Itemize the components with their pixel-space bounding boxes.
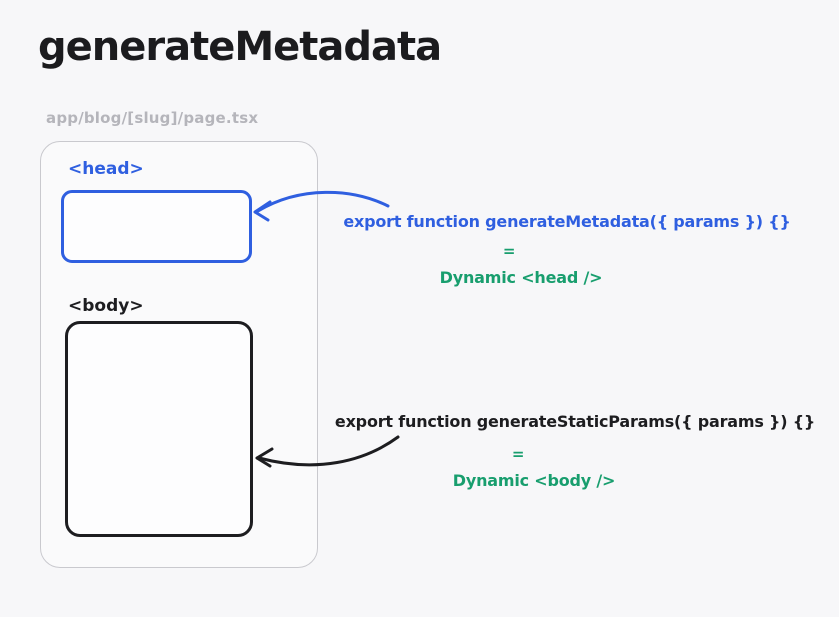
body-box: [65, 321, 253, 537]
body-tag-label: <body>: [68, 296, 144, 316]
head-box: [61, 190, 252, 263]
dynamic-head-result-text: Dynamic <head />: [439, 268, 603, 287]
page-title: generateMetadata: [38, 24, 442, 70]
generate-metadata-code-text: export function generateMetadata({ param…: [343, 212, 791, 231]
head-tag-label: <head>: [68, 159, 144, 179]
generate-static-params-code-text: export function generateStaticParams({ p…: [334, 412, 816, 431]
dynamic-body-result-text: Dynamic <body />: [452, 471, 616, 490]
metadata-equals-sign: =: [502, 242, 516, 260]
file-path-label: app/blog/[slug]/page.tsx: [46, 109, 259, 127]
static-params-equals-sign: =: [511, 445, 525, 463]
